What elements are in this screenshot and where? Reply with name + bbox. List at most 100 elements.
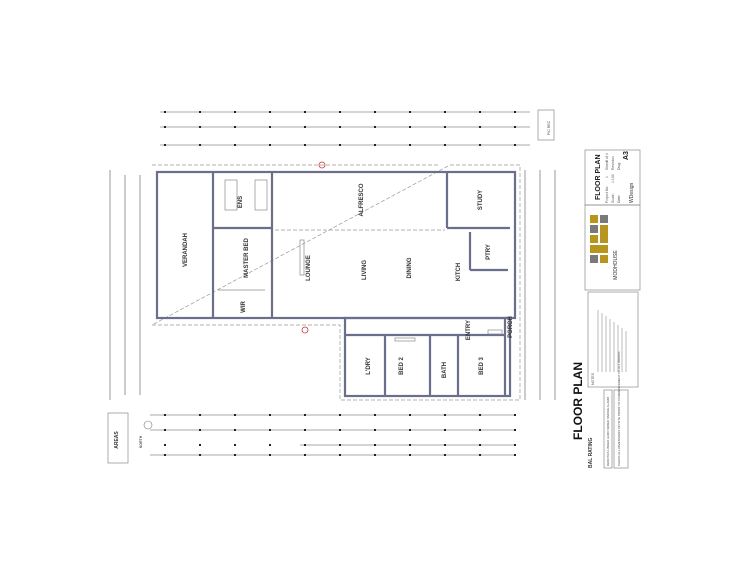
room-label-kitchen: KITCH bbox=[456, 263, 462, 281]
dimension-tick bbox=[199, 144, 201, 146]
dimension-tick bbox=[199, 454, 201, 456]
north-arrow-icon bbox=[143, 420, 153, 430]
dimension-tick bbox=[199, 414, 201, 416]
dimension-tick bbox=[304, 111, 306, 113]
dimension-tick bbox=[269, 414, 271, 416]
sheet-label: Sheet: bbox=[605, 160, 609, 170]
dimension-tick bbox=[164, 144, 166, 146]
dimension-tick bbox=[444, 126, 446, 128]
dimension-tick bbox=[374, 414, 376, 416]
dwg-label: Dwg: bbox=[617, 162, 621, 170]
room-label-study: STUDY bbox=[478, 190, 484, 210]
areas-title: AREAS bbox=[114, 431, 120, 449]
dimension-tick bbox=[339, 444, 341, 446]
dimension-tick bbox=[444, 429, 446, 431]
bal-rating-title: BAL RATING bbox=[588, 438, 594, 468]
sheet-value: 2 of 4 bbox=[605, 153, 609, 162]
dimension-tick bbox=[164, 111, 166, 113]
dimension-tick bbox=[269, 429, 271, 431]
dimension-tick bbox=[514, 429, 516, 431]
room-label-bed2: BED 2 bbox=[399, 357, 405, 375]
room-label-verandah: VERANDAH bbox=[183, 233, 189, 267]
dimension-tick bbox=[234, 414, 236, 416]
dimension-tick bbox=[409, 429, 411, 431]
dimension-tick bbox=[234, 126, 236, 128]
dimension-tick bbox=[234, 454, 236, 456]
dimension-lines bbox=[109, 111, 556, 456]
project-no-label: Project No: bbox=[605, 186, 609, 203]
dimension-tick bbox=[199, 429, 201, 431]
dimension-tick bbox=[409, 414, 411, 416]
dimension-tick bbox=[514, 126, 516, 128]
dimension-tick bbox=[199, 444, 201, 446]
sheet-title: FLOOR PLAN bbox=[595, 155, 602, 201]
dimension-tick bbox=[374, 111, 376, 113]
dimension-tick bbox=[409, 144, 411, 146]
dimension-tick bbox=[234, 429, 236, 431]
dimension-tick bbox=[269, 444, 271, 446]
dimension-tick bbox=[304, 444, 306, 446]
dimension-tick bbox=[164, 414, 166, 416]
room-label-ensuite: ENS bbox=[238, 196, 244, 208]
section-marker-icon bbox=[301, 326, 309, 334]
room-label-bath: BATH bbox=[442, 362, 448, 378]
areas-box bbox=[107, 412, 129, 464]
scale-value: 1:100 bbox=[611, 174, 615, 183]
room-label-dining: DINING bbox=[407, 257, 413, 278]
company-logo bbox=[590, 215, 608, 263]
room-label-laundry: L'DRY bbox=[366, 357, 372, 375]
dimension-tick bbox=[514, 454, 516, 456]
room-label-bed3: BED 3 bbox=[479, 357, 485, 375]
room-label-wir: WIR bbox=[241, 301, 247, 313]
dimension-tick bbox=[164, 454, 166, 456]
room-label-living: LIVING bbox=[362, 260, 368, 280]
dimension-tick bbox=[409, 444, 411, 446]
dimension-tick bbox=[374, 144, 376, 146]
notes-title: NOTES bbox=[591, 372, 595, 385]
scale-label: Scale: bbox=[611, 193, 615, 203]
designer: WDesign bbox=[629, 182, 635, 203]
dimension-tick bbox=[444, 414, 446, 416]
room-label-porch: PORCH bbox=[508, 316, 514, 338]
dimension-tick bbox=[269, 144, 271, 146]
dimension-tick bbox=[199, 126, 201, 128]
dimension-tick bbox=[164, 429, 166, 431]
dimension-tick bbox=[479, 144, 481, 146]
dimension-tick bbox=[269, 126, 271, 128]
dimension-tick bbox=[304, 454, 306, 456]
dimension-tick bbox=[374, 454, 376, 456]
dimension-tick bbox=[514, 111, 516, 113]
room-label-master-bed: MASTER BED bbox=[244, 238, 250, 278]
dimension-tick bbox=[339, 429, 341, 431]
north-label: NORTH bbox=[139, 435, 143, 448]
dimension-tick bbox=[164, 126, 166, 128]
dimension-tick bbox=[479, 444, 481, 446]
big-floor-plan-title: FLOOR PLAN bbox=[571, 362, 585, 440]
dimension-tick bbox=[339, 144, 341, 146]
dimension-tick bbox=[339, 111, 341, 113]
dimension-tick bbox=[479, 414, 481, 416]
dimension-tick bbox=[409, 454, 411, 456]
room-label-entry: ENTRY bbox=[466, 320, 472, 340]
project-no: 1 bbox=[605, 176, 609, 178]
dimension-tick bbox=[374, 126, 376, 128]
pic-rec-label: PIC REC bbox=[547, 120, 551, 135]
dimension-tick bbox=[514, 444, 516, 446]
dimension-tick bbox=[514, 414, 516, 416]
section-marker-icon bbox=[318, 161, 326, 169]
dimension-tick bbox=[444, 111, 446, 113]
dimension-tick bbox=[304, 429, 306, 431]
dimension-tick bbox=[234, 144, 236, 146]
room-label-alfresco: ALFRESCO bbox=[359, 183, 365, 216]
dimension-tick bbox=[234, 111, 236, 113]
smoke-alarm-note: DENOTES LINKED HARD WIRED SMOKE ALARM bbox=[606, 396, 610, 466]
dimension-tick bbox=[479, 429, 481, 431]
dimension-tick bbox=[234, 444, 236, 446]
dimension-ticks bbox=[164, 111, 516, 456]
dimension-tick bbox=[164, 444, 166, 446]
dimension-tick bbox=[374, 429, 376, 431]
dimension-tick bbox=[444, 444, 446, 446]
dimension-tick bbox=[269, 111, 271, 113]
dimension-tick bbox=[374, 444, 376, 446]
